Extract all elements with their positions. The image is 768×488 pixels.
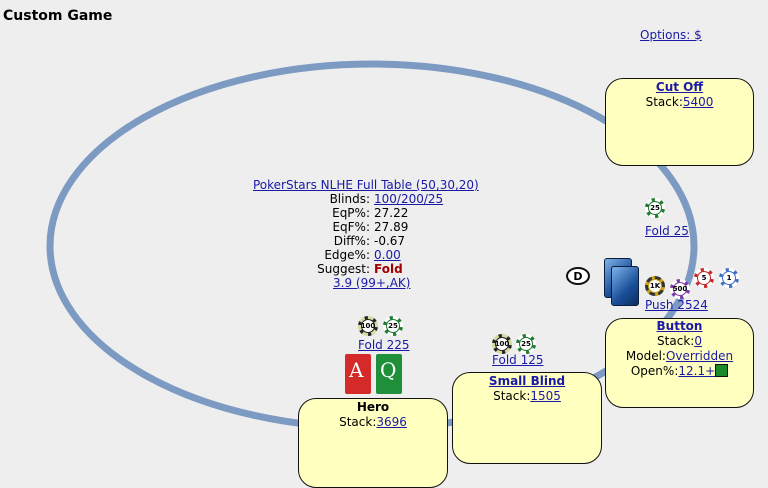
seat-button[interactable]: Button Stack:0 Model:Overridden Open%:12… [605,318,754,408]
action-button[interactable]: Push 2524 [645,298,708,312]
chip-500-icon: 500 [670,279,690,299]
eqf-label: EqF%: [332,220,370,234]
seat-name-hero: Hero [356,400,390,414]
stack-label: Stack: [657,334,695,348]
eqp-label: EqP%: [332,206,370,220]
table-structure-link[interactable]: PokerStars NLHE Full Table (50,30,20) [253,178,479,192]
blinds-link[interactable]: 100/200/25 [374,192,444,206]
seat-name-small-blind[interactable]: Small Blind [488,374,566,388]
seat-name-cut-off[interactable]: Cut Off [655,80,704,94]
eqf-value: 27.89 [374,220,409,234]
dealer-button-icon: D [566,267,590,285]
seat-hero[interactable]: Hero Stack:3696 [298,398,448,488]
diff-value: -0.67 [374,234,406,248]
suggest-label: Suggest: [317,262,370,276]
open-label: Open%: [630,364,679,378]
stack-value-cut-off[interactable]: 5400 [682,95,714,109]
options-link[interactable]: Options: $ [640,28,702,42]
stack-label: Stack: [339,415,377,429]
open-range-marker-icon [715,364,729,377]
blinds-label: Blinds: [329,192,370,206]
chip-5-icon: 5 [694,268,714,288]
seat-small-blind[interactable]: Small Blind Stack:1505 [452,372,602,464]
model-value[interactable]: Overridden [665,349,734,363]
action-small-blind[interactable]: Fold 125 [492,353,544,367]
window-title: Custom Game [3,8,113,24]
card-back-icon [611,266,639,306]
seat-cut-off[interactable]: Cut Off Stack:5400 [605,78,754,166]
chip-25-icon: 25 [645,198,665,218]
eqp-value: 27.22 [374,206,409,220]
diff-label: Diff%: [333,234,370,248]
stack-value-button[interactable]: 0 [694,334,702,348]
action-hero[interactable]: Fold 225 [358,338,410,352]
action-cut-off[interactable]: Fold 25 [645,224,689,238]
stack-label: Stack: [493,389,531,403]
model-label: Model: [625,349,666,363]
edge-link[interactable]: 0.00 [374,248,401,262]
chip-25-icon: 25 [516,334,536,354]
chip-100-icon: 100 [358,316,378,336]
chip-1-icon: 1 [719,268,739,288]
range-link[interactable]: 3.9 (99+,AK) [333,276,411,290]
suggest-value: Fold [374,262,403,276]
edge-label: Edge%: [324,248,370,262]
chip-25-icon: 25 [383,316,403,336]
chip-1k-icon: 1K [645,276,665,296]
seat-name-button[interactable]: Button [656,319,703,333]
hero-card-ace-hearts: A [345,354,371,394]
open-value[interactable]: 12.1+ [678,364,716,378]
stack-value-hero[interactable]: 3696 [376,415,407,429]
hero-card-queen-clubs: Q [376,354,402,394]
chip-100-icon: 100 [492,334,512,354]
stack-value-small-blind[interactable]: 1505 [530,389,561,403]
stack-label: Stack: [645,95,683,109]
